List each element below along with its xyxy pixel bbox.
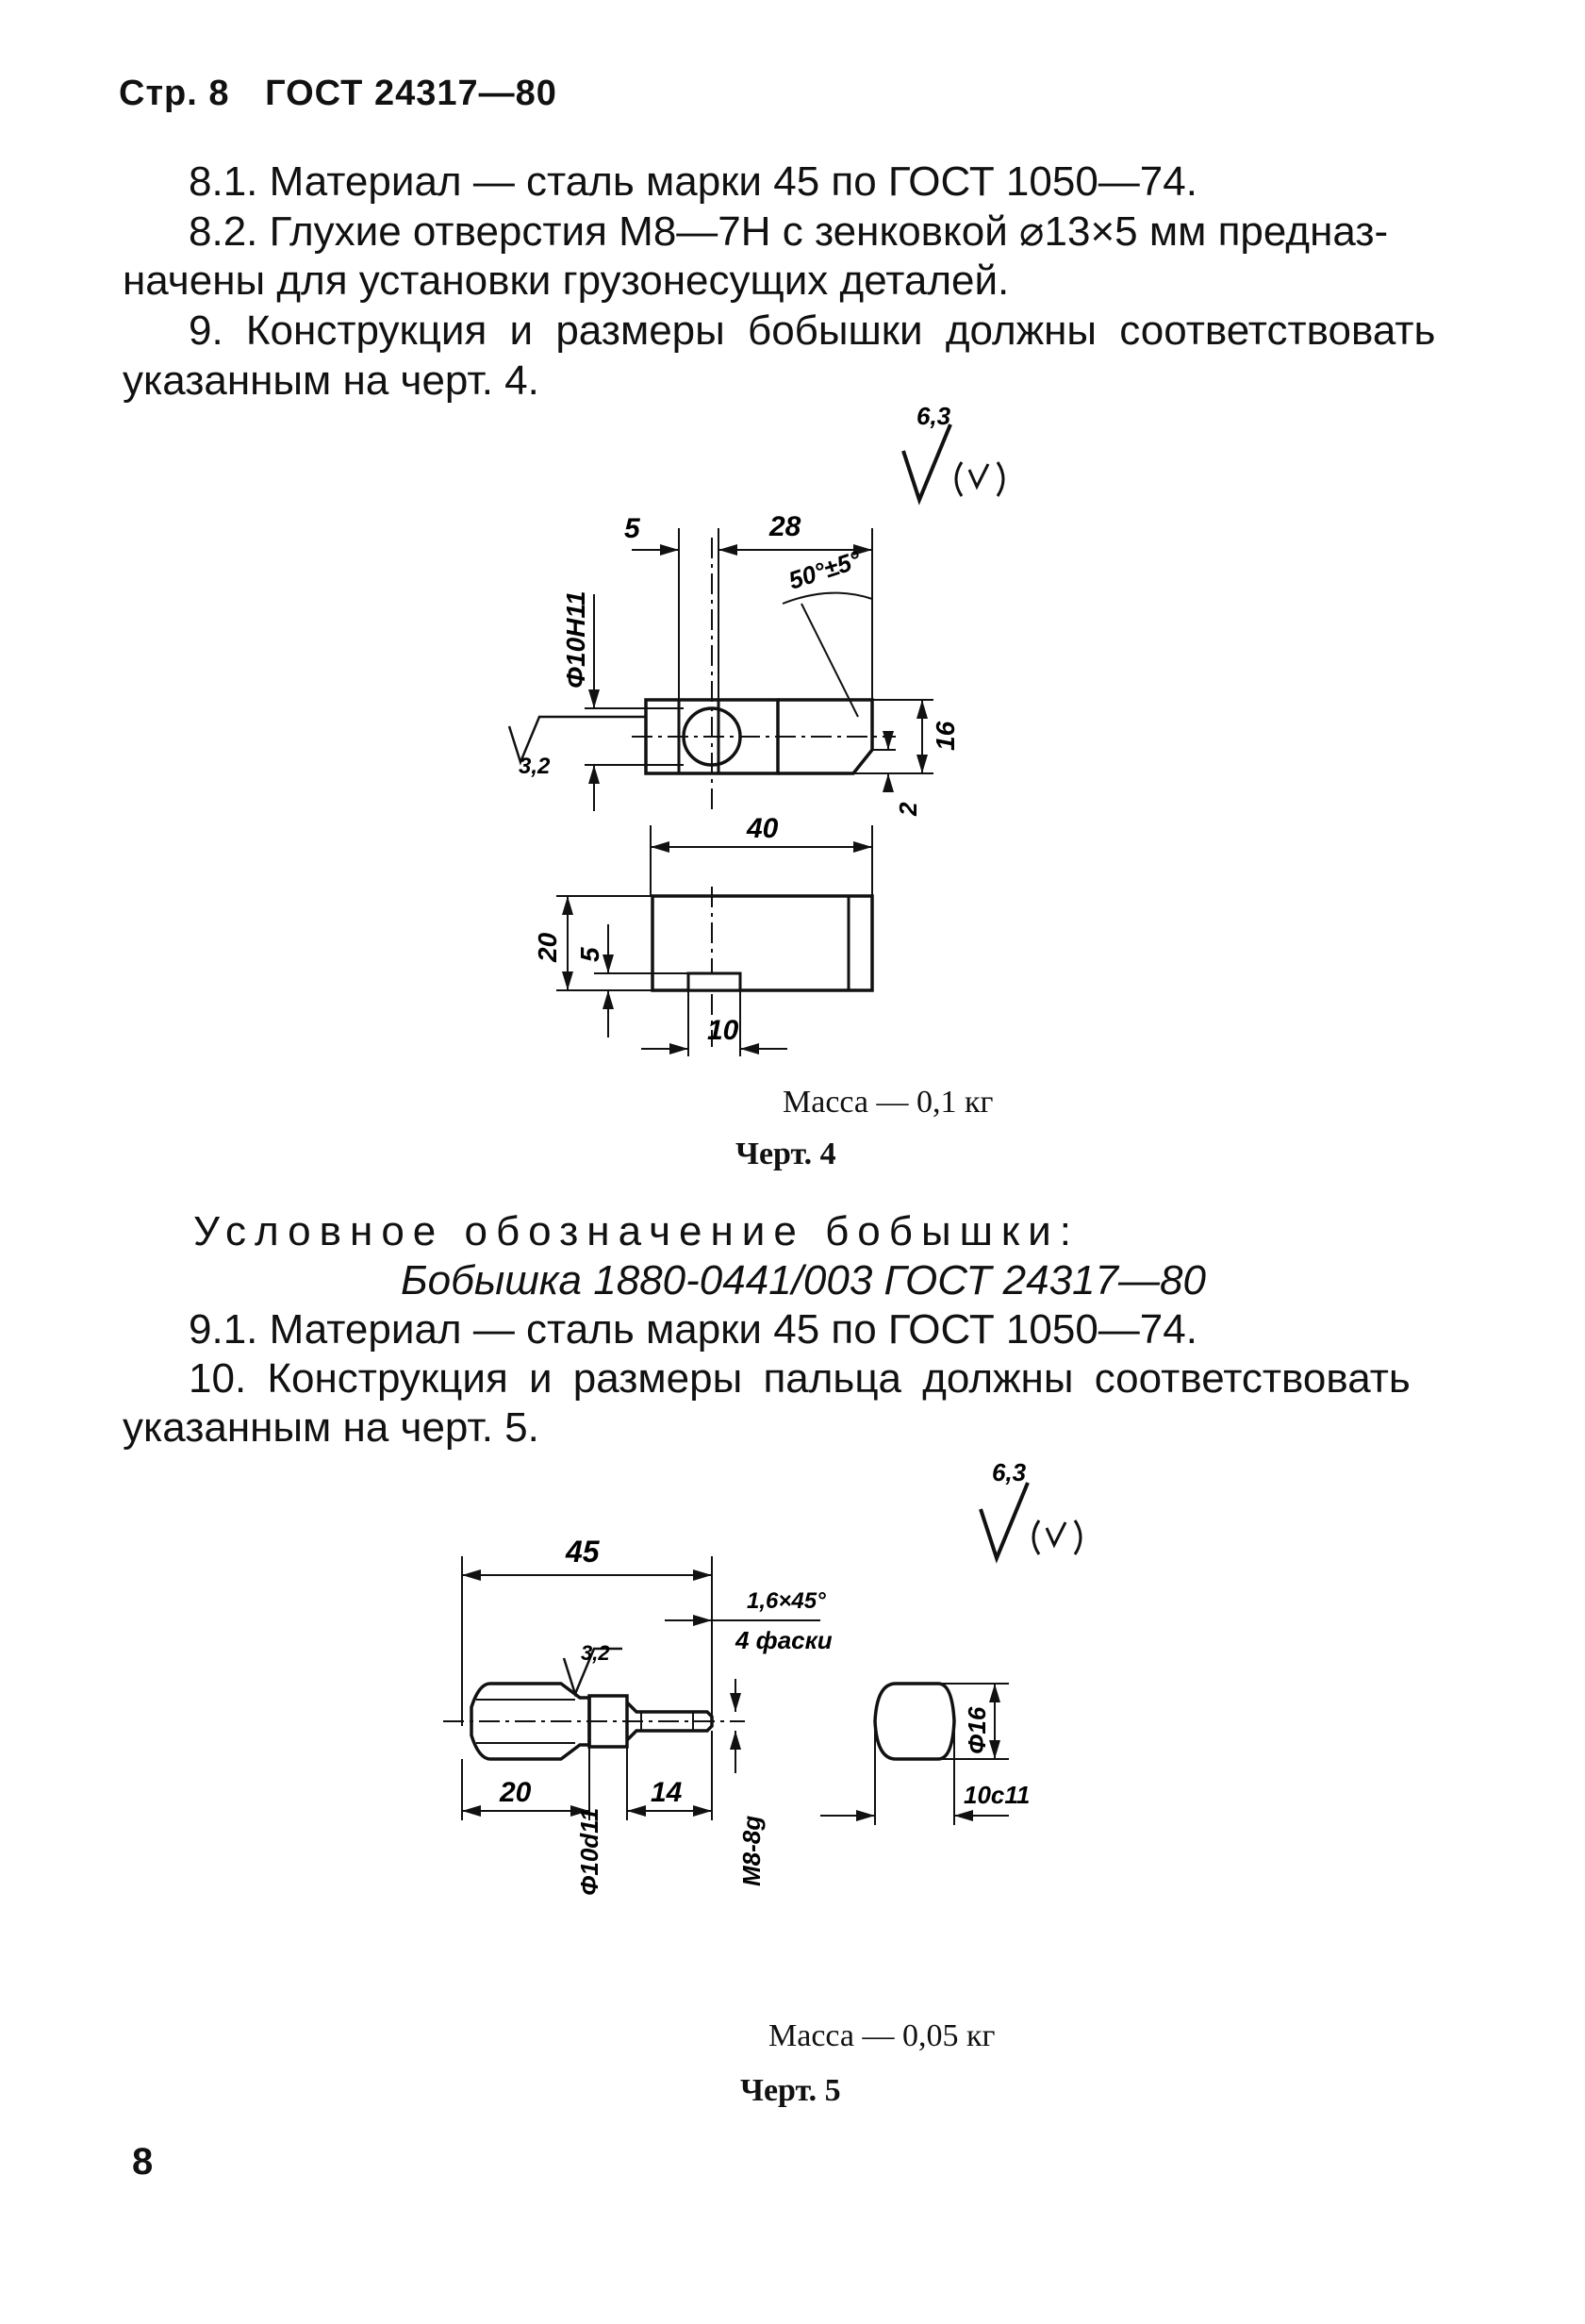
dim-shank-diameter: Φ10d11 — [575, 1808, 603, 1896]
dim-40: 40 — [746, 813, 779, 844]
para-10-line1: 10. Конструкция и размеры пальца должны … — [189, 1355, 1411, 1402]
figure-5-drawing: 6,3 3,2 45 1,6×45° 4 фаски 20 14 Φ10d11 … — [443, 1458, 1082, 1896]
dim-14: 14 — [651, 1777, 683, 1808]
pin-side-view — [873, 1682, 956, 1761]
dim-hole-diameter: Φ10Н11 — [561, 591, 590, 689]
para-9-1: 9.1. Материал — сталь марки 45 по ГОСТ 1… — [189, 1306, 1197, 1353]
figure-4-caption: Черт. 4 — [735, 1137, 836, 1171]
para-10-line2: указанным на черт. 5. — [123, 1404, 539, 1451]
dim-diameter-16: Φ16 — [963, 1706, 991, 1754]
roughness-value-local-5: 3,2 — [581, 1641, 610, 1665]
dim-flat: 10с11 — [964, 1781, 1030, 1809]
roughness-mark-top — [901, 423, 1005, 506]
standard-label: ГОСТ 24317—80 — [265, 74, 557, 113]
pin-head — [470, 1682, 591, 1761]
dim-5-vertical: 5 — [575, 947, 604, 962]
para-9-line1: 9. Конструкция и размеры бобышки должны … — [189, 307, 1436, 354]
dim-2: 2 — [894, 802, 922, 817]
roughness-value-local: 3,2 — [519, 754, 551, 779]
para-8-2-line1: 8.2. Глухие отверстия М8—7Н с зенковкой … — [189, 208, 1389, 255]
roughness-mark-top-5 — [979, 1482, 1082, 1564]
dim-45: 45 — [565, 1535, 601, 1569]
designation-title: Условное обозначение бобышки: — [193, 1208, 1080, 1254]
dim-16: 16 — [931, 721, 960, 751]
body-front-view — [651, 894, 874, 992]
para-8-1: 8.1. Материал — сталь марки 45 по ГОСТ 1… — [189, 158, 1197, 205]
para-8-2-line2: начены для установки грузонесущих детале… — [123, 257, 1010, 304]
dim-thread: М8-8g — [737, 1816, 766, 1886]
roughness-value-top-5: 6,3 — [992, 1458, 1027, 1486]
dim-28: 28 — [768, 511, 801, 542]
page-label: Стр. 8 — [119, 74, 230, 113]
figure-5-caption: Черт. 5 — [740, 2073, 841, 2108]
dim-10: 10 — [707, 1015, 739, 1046]
figure-5-mass: Масса — 0,05 кг — [768, 2018, 996, 2053]
designation-value: Бобышка 1880-0441/003 ГОСТ 24317—80 — [401, 1257, 1206, 1303]
figure-4-drawing: 6,3 3,2 5 28 50°±5° Φ10Н11 16 2 40 20 5 … — [507, 402, 1005, 1056]
dim-angle: 50°±5° — [785, 545, 865, 595]
page-header: Стр. 8 ГОСТ 24317—80 — [119, 74, 582, 114]
page-number: 8 — [132, 2141, 154, 2183]
figure-4-mass: Масса — 0,1 кг — [783, 1085, 994, 1120]
roughness-value-top: 6,3 — [916, 402, 951, 430]
para-9-line2: указанным на черт. 4. — [123, 357, 539, 404]
dim-20: 20 — [533, 932, 562, 963]
dim-chamfer: 1,6×45° — [747, 1588, 826, 1614]
dim-chamfer-note: 4 фаски — [735, 1626, 833, 1654]
dim-20: 20 — [499, 1777, 532, 1808]
dim-5: 5 — [624, 513, 641, 544]
